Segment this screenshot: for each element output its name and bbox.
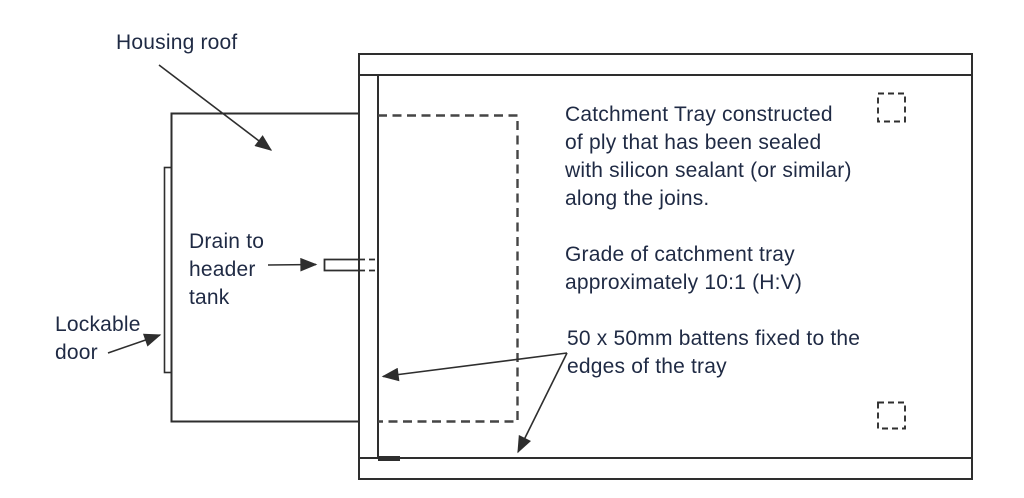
- fixing-square-bottom: [877, 401, 906, 430]
- battens-arrow-bottom: [517, 352, 568, 454]
- tray-outer-box: [358, 53, 973, 480]
- housing-roof-arrow: [158, 64, 273, 151]
- catchment-tray-note: Catchment Tray constructed of ply that h…: [565, 103, 852, 210]
- battens-note: 50 x 50mm battens fixed to the edges of …: [567, 327, 861, 378]
- lockable-door-label: Lockable door: [55, 313, 141, 364]
- grade-note: Grade of catchment tray approximately 10…: [565, 243, 803, 294]
- lockable-door-shape: [163, 166, 173, 374]
- fixing-square-top: [877, 92, 906, 123]
- hidden-housing-outline: [378, 114, 519, 423]
- lockable-door-arrow: [107, 333, 162, 354]
- drain-arrow: [267, 257, 318, 272]
- batten-section-mark: [378, 456, 400, 461]
- drain-label: Drain to header tank: [189, 230, 265, 309]
- drain-pipe: [323, 258, 359, 272]
- housing-roof-label: Housing roof: [116, 31, 238, 54]
- battens-arrow-left: [381, 352, 568, 382]
